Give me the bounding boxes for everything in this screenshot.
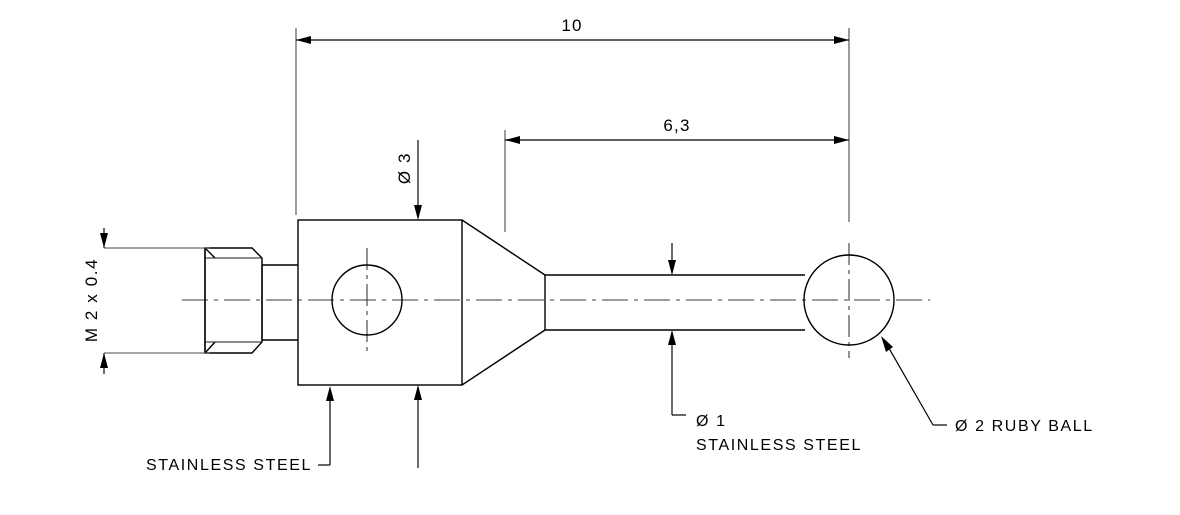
note-ruby-ball-group: Ø 2 RUBY BALL <box>881 336 1094 435</box>
neck-outline <box>262 264 298 341</box>
arrowhead-ball-note <box>881 336 893 352</box>
m2-thread-feature <box>204 247 263 354</box>
body-block-feature <box>297 219 463 386</box>
note-stem-material: STAINLESS STEEL <box>696 437 862 454</box>
arrowhead-body-note <box>326 386 334 401</box>
dim-label-stem-diameter: Ø 1 <box>696 413 727 430</box>
body-bore-circle <box>331 264 403 336</box>
arrowhead-body-dia-bottom <box>414 385 422 400</box>
stem-feature <box>544 274 805 331</box>
dim-label-overall-length: 10 <box>561 16 582 35</box>
dimension-stem-diameter: Ø 1 STAINLESS STEEL <box>668 243 862 454</box>
arrowhead-overall-right <box>834 36 849 44</box>
thread-left-chamfer <box>204 247 216 354</box>
ruby-ball-circle <box>803 254 895 346</box>
arrowhead-stem-left <box>505 136 520 144</box>
taper-cone-feature <box>461 219 546 386</box>
center-axis-group <box>182 243 930 358</box>
arrowhead-overall-left <box>296 36 311 44</box>
leader-line-ball-note <box>885 342 934 426</box>
arrowhead-thread-bottom <box>100 353 108 368</box>
dim-label-thread: M 2 x 0.4 <box>82 258 101 342</box>
dimension-overall-length: 10 <box>295 16 850 222</box>
cone-outline <box>461 219 546 386</box>
note-ruby-ball: Ø 2 RUBY BALL <box>955 418 1094 435</box>
body-block-outline <box>297 219 463 386</box>
dimension-stem-length: 6,3 <box>504 116 849 232</box>
arrowhead-stem-dia-top <box>668 260 676 275</box>
dim-label-stem-length: 6,3 <box>663 116 690 135</box>
ruby-ball-feature <box>803 254 895 346</box>
arrowhead-thread-top <box>100 233 108 248</box>
neck-feature <box>261 264 298 341</box>
note-body-material-group: STAINLESS STEEL <box>146 386 334 474</box>
note-body-material: STAINLESS STEEL <box>146 457 312 474</box>
arrowhead-stem-right <box>834 136 849 144</box>
arrowhead-stem-dia-bottom <box>668 330 676 345</box>
dim-label-body-diameter: Ø 3 <box>395 152 414 184</box>
dimension-body-diameter: Ø 3 <box>395 140 422 468</box>
arrowhead-body-dia-top <box>414 205 422 220</box>
dimension-thread: M 2 x 0.4 <box>82 228 210 374</box>
